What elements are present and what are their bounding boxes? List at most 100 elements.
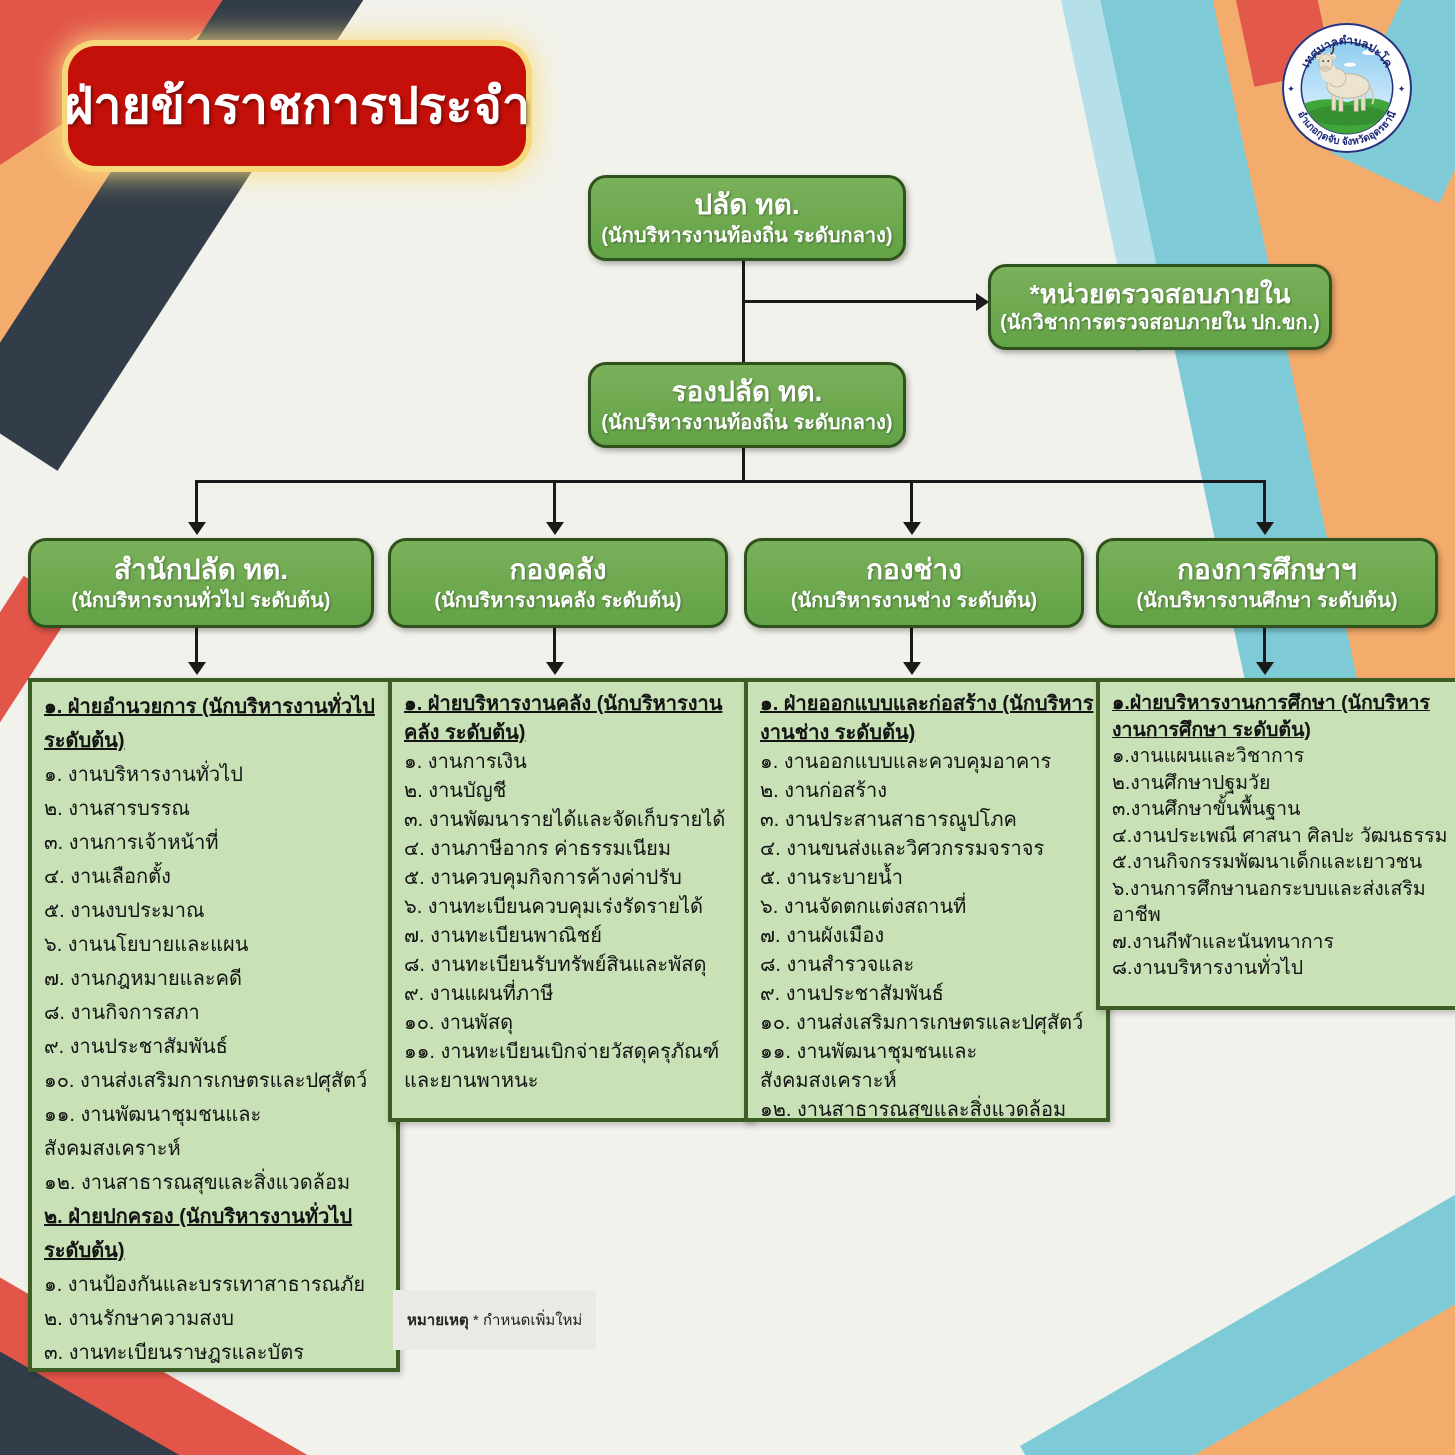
list-item: ๘.งานบริหารงานทั่วไป	[1112, 957, 1304, 980]
panel-section: ๑. ฝ่ายออกแบบและก่อสร้าง (นักบริหารงานช่…	[760, 690, 1094, 1121]
panel-section: ๑. ฝ่ายบริหารงานคลัง (นักบริหารงานคลัง ร…	[404, 690, 738, 1096]
node-title: กองการศึกษาฯ	[1177, 554, 1357, 586]
node-title: *หน่วยตรวจสอบภายใน	[1029, 278, 1291, 309]
section-heading: ๑. ฝ่ายอำนวยการ (นักบริหารงานทั่วไป ระดั…	[44, 696, 375, 752]
arrowhead-panel-3	[903, 662, 921, 675]
list-item: ๙. งานประชาสัมพันธ์	[760, 983, 944, 1005]
cow-emblem	[1301, 46, 1393, 134]
arrowhead-dept-1	[188, 522, 206, 535]
connector-horizontal-bus	[195, 480, 1266, 483]
arrowhead-panel-1	[188, 662, 206, 675]
list-item: ๑๒. งานสาธารณสุขและสิ่งแวดล้อม	[44, 1172, 351, 1194]
list-item: ๖. งานนโยบายและแผน	[44, 934, 249, 956]
panel-engineering: ๑. ฝ่ายออกแบบและก่อสร้าง (นักบริหารงานช่…	[744, 678, 1110, 1122]
section-heading: ๑. ฝ่ายบริหารงานคลัง (นักบริหารงานคลัง ร…	[404, 693, 723, 744]
list-item: ๕. งานควบคุมกิจการค้างค่าปรับ	[404, 867, 682, 889]
list-item: ๔. งานขนส่งและวิศวกรรมจราจร	[760, 838, 1045, 860]
list-item: ๓. งานทะเบียนราษฎรและบัตร	[44, 1342, 304, 1364]
section-items: ๑. งานออกแบบและควบคุมอาคาร๒. งานก่อสร้าง…	[760, 748, 1094, 1121]
node-title: รองปลัด ทต.	[671, 376, 823, 408]
node-subtitle: (นักบริหารงานคลัง ระดับต้น)	[434, 589, 682, 612]
connector-deputy-down	[742, 442, 745, 483]
footnote-label: หมายเหตุ	[407, 1312, 469, 1329]
section-heading: ๑. ฝ่ายออกแบบและก่อสร้าง (นักบริหารงานช่…	[760, 693, 1094, 744]
node-clerk: ปลัด ทต. (นักบริหารงานท้องถิ่น ระดับกลาง…	[588, 175, 906, 261]
section-items: ๑. งานบริหารงานทั่วไป๒. งานสารบรรณ๓. งาน…	[44, 758, 384, 1200]
list-item: ๓. งานพัฒนารายได้และจัดเก็บรายได้	[404, 809, 726, 831]
list-item: ๑๐. งานส่งเสริมการเกษตรและปศุสัตว์	[760, 1012, 1084, 1034]
connector-drop-2	[553, 480, 556, 524]
list-item: ๑๑. งานทะเบียนเบิกจ่ายวัสดุครุภัณฑ์และยา…	[404, 1041, 720, 1092]
panel-finance: ๑. ฝ่ายบริหารงานคลัง (นักบริหารงานคลัง ร…	[388, 678, 754, 1122]
list-item: ๒.งานศึกษาปฐมวัย	[1112, 771, 1271, 794]
node-subtitle: (นักบริหารงานทั่วไป ระดับต้น)	[71, 589, 331, 612]
list-item: ๓. งานประสานสาธารณูปโภค	[760, 809, 1017, 831]
footnote-note: หมายเหตุ * กำหนดเพิ่มใหม่	[393, 1290, 597, 1350]
arrowhead-dept-2	[546, 522, 564, 535]
list-item: ๑. งานป้องกันและบรรเทาสาธารณภัย	[44, 1274, 366, 1296]
connector-drop-1	[195, 480, 198, 524]
municipality-seal: เทศบาลตำบลปะโค อำเภอกุดจับ จังหวัดอุดรธา…	[1282, 23, 1412, 153]
connector-drop-3	[910, 480, 913, 524]
list-item: ๑. งานการเงิน	[404, 751, 527, 773]
section-items: ๑. งานการเงิน๒. งานบัญชี๓. งานพัฒนารายได…	[404, 748, 738, 1096]
arrowhead-panel-2	[546, 662, 564, 675]
panel-office-of-clerk: ๑. ฝ่ายอำนวยการ (นักบริหารงานทั่วไป ระดั…	[28, 678, 400, 1372]
node-subtitle: (นักบริหารงานช่าง ระดับต้น)	[790, 589, 1038, 612]
list-item: ๙. งานแผนที่ภาษี	[404, 983, 554, 1005]
list-item: ๑๑. งานพัฒนาชุมชนและสังคมสงเคราะห์	[44, 1104, 262, 1160]
connector-panel-4	[1263, 622, 1266, 664]
list-item: ๖. งานจัดตกแต่งสถานที่	[760, 896, 967, 918]
node-subtitle: (นักบริหารงานศึกษา ระดับต้น)	[1136, 589, 1398, 612]
panel-section: ๑.ฝ่ายบริหารงานการศึกษา (นักบริหารงานการ…	[1112, 690, 1448, 982]
node-subtitle: (นักวิชาการตรวจสอบภายใน ปก.ขก.)	[1000, 312, 1320, 335]
arrowhead-audit	[976, 293, 989, 311]
connector-panel-1	[195, 622, 198, 664]
star-right-icon: ✦	[1398, 84, 1406, 94]
node-title: กองช่าง	[866, 554, 962, 586]
list-item: ๑๑. งานพัฒนาชุมชนและสังคมสงเคราะห์	[760, 1041, 978, 1092]
list-item: ๕. งานระบายน้ำ	[760, 867, 903, 889]
node-title: กองคลัง	[509, 554, 607, 586]
list-item: ๔. งานภาษีอากร ค่าธรรมเนียม	[404, 838, 672, 860]
node-title: ปลัด ทต.	[694, 189, 800, 221]
node-dept-office-of-clerk: สำนักปลัด ทต. (นักบริหารงานทั่วไป ระดับต…	[28, 538, 374, 628]
section-items: ๑. งานป้องกันและบรรเทาสาธารณภัย๒. งานรัก…	[44, 1268, 384, 1368]
node-dept-finance: กองคลัง (นักบริหารงานคลัง ระดับต้น)	[388, 538, 728, 628]
arrowhead-dept-3	[903, 522, 921, 535]
list-item: ๖. งานทะเบียนควบคุมเร่งรัดรายได้	[404, 896, 704, 918]
node-subtitle: (นักบริหารงานท้องถิ่น ระดับกลาง)	[601, 411, 893, 434]
list-item: ๗. งานผังเมือง	[760, 925, 885, 947]
list-item: ๗. งานกฎหมายและคดี	[44, 968, 242, 990]
list-item: ๗.งานกีฬาและนันทนาการ	[1112, 930, 1334, 953]
list-item: ๒. งานสารบรรณ	[44, 798, 190, 820]
list-item: ๔.งานประเพณี ศาสนา ศิลปะ วัฒนธรรม	[1112, 824, 1448, 847]
page-title: ฝ่ายข้าราชการประจำ	[64, 77, 530, 134]
node-subtitle: (นักบริหารงานท้องถิ่น ระดับกลาง)	[601, 224, 893, 247]
list-item: ๑.งานแผนและวิชาการ	[1112, 745, 1305, 768]
title-badge: ฝ่ายข้าราชการประจำ	[64, 46, 530, 166]
footnote-text: * กำหนดเพิ่มใหม่	[472, 1312, 583, 1329]
connector-drop-4	[1263, 480, 1266, 524]
list-item: ๙. งานประชาสัมพันธ์	[44, 1036, 228, 1058]
connector-panel-2	[553, 622, 556, 664]
section-heading: ๒. ฝ่ายปกครอง (นักบริหารงานทั่วไป ระดับต…	[44, 1206, 353, 1262]
list-item: ๕.งานกิจกรรมพัฒนาเด็กและเยาวชน ๖.งานการศ…	[1112, 851, 1426, 927]
list-item: ๑๐. งานส่งเสริมการเกษตรและปศุสัตว์	[44, 1070, 368, 1092]
list-item: ๘. งานสำรวจและ	[760, 954, 915, 976]
list-item: ๕. งานงบประมาณ	[44, 900, 205, 922]
list-item: ๑. งานออกแบบและควบคุมอาคาร	[760, 751, 1052, 773]
list-item: ๑๐. งานพัสดุ	[404, 1012, 514, 1034]
panel-education: ๑.ฝ่ายบริหารงานการศึกษา (นักบริหารงานการ…	[1096, 678, 1455, 1010]
list-item: ๑๒. งานสาธารณสุขและสิ่งแวดล้อม	[760, 1099, 1067, 1121]
list-item: ๑. งานบริหารงานทั่วไป	[44, 764, 243, 786]
node-dept-engineering: กองช่าง (นักบริหารงานช่าง ระดับต้น)	[744, 538, 1084, 628]
section-items: ๑.งานแผนและวิชาการ๒.งานศึกษาปฐมวัย๓.งานศ…	[1112, 743, 1448, 982]
arrowhead-dept-4	[1256, 522, 1274, 535]
connector-to-audit	[742, 300, 978, 303]
node-deputy-clerk: รองปลัด ทต. (นักบริหารงานท้องถิ่น ระดับก…	[588, 362, 906, 448]
list-item: ๓. งานการเจ้าหน้าที่	[44, 832, 219, 854]
star-left-icon: ✦	[1287, 84, 1295, 94]
arrowhead-panel-4	[1256, 662, 1274, 675]
